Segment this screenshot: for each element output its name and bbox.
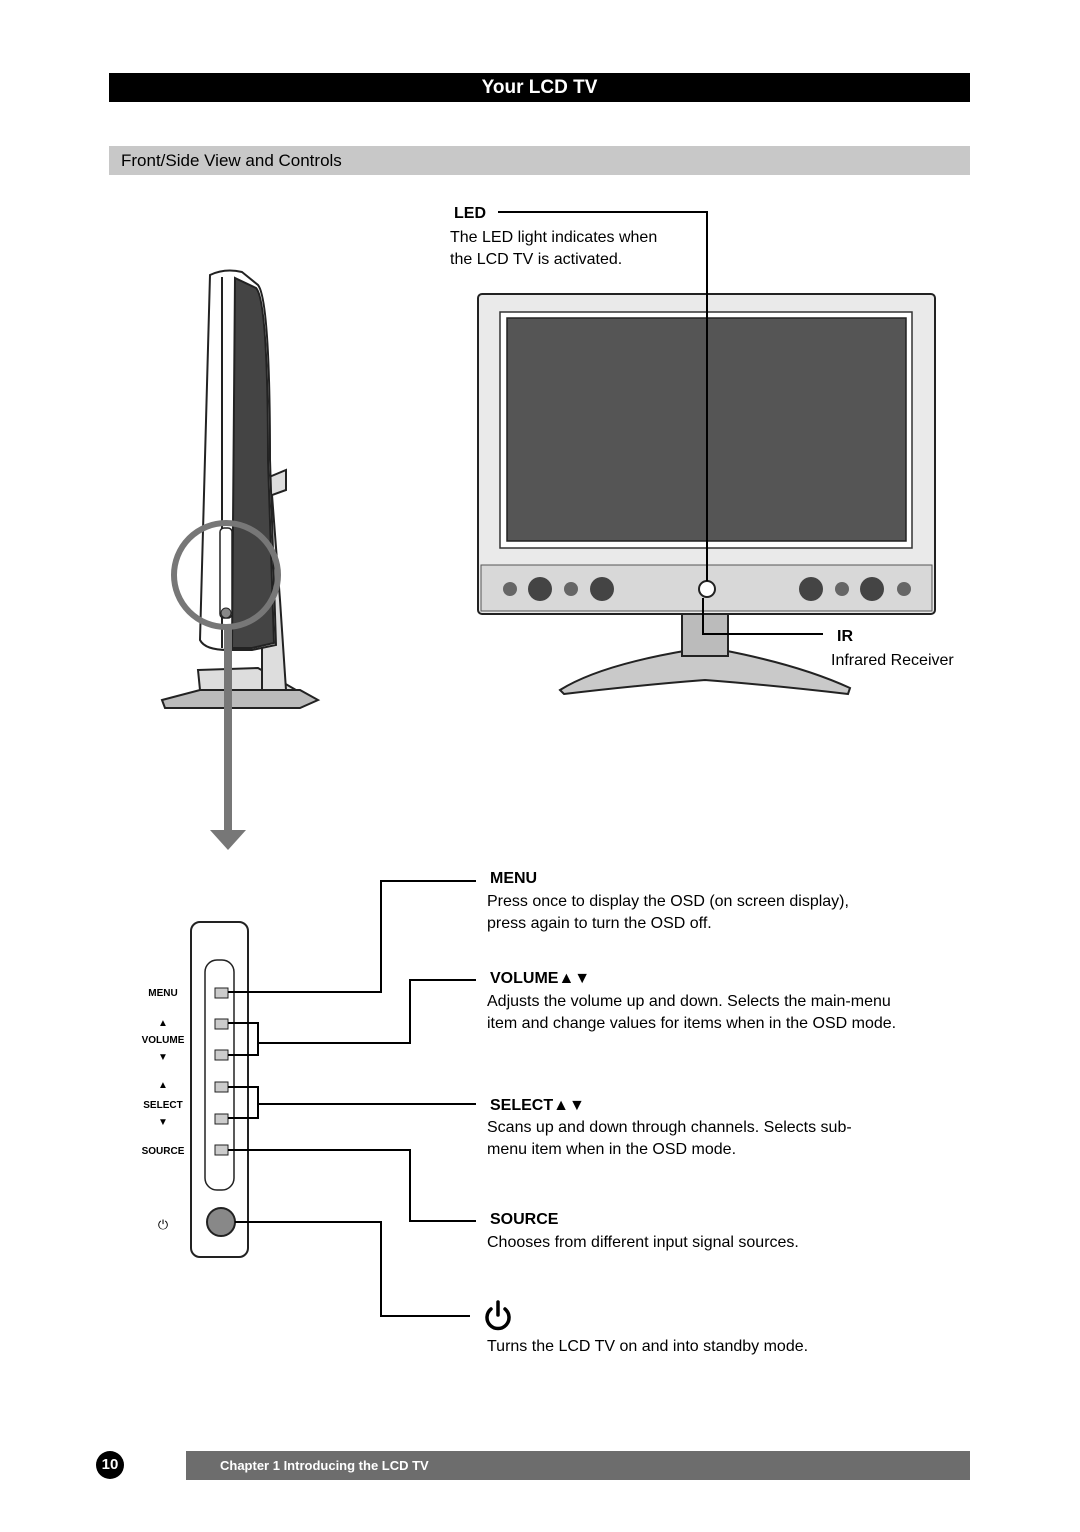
- panel-label-power: ⏻: [157, 1217, 169, 1232]
- section-heading-bar: Front/Side View and Controls: [109, 146, 970, 175]
- panel-label-volume-down: ▼: [158, 1052, 168, 1063]
- power-description: Turns the LCD TV on and into standby mod…: [487, 1338, 809, 1355]
- panel-label-select-up: ▲: [158, 1080, 168, 1091]
- panel-label-source: SOURCE: [141, 1146, 185, 1157]
- select-description-line2: menu item when in the OSD mode.: [487, 1141, 737, 1158]
- power-icon: [485, 1300, 511, 1331]
- panel-label-volume-up: ▲: [158, 1018, 168, 1029]
- source-callout-line: [228, 1149, 476, 1222]
- volume-description-line1: Adjusts the volume up and down. Selects …: [487, 993, 891, 1010]
- page-title: Your LCD TV: [481, 77, 598, 98]
- ir-description: Infrared Receiver: [831, 652, 954, 669]
- source-label: SOURCE: [490, 1211, 559, 1228]
- panel-label-select: SELECT: [143, 1100, 183, 1111]
- section-title: Front/Side View and Controls: [121, 151, 342, 170]
- footer-chapter: Chapter 1 Introducing the LCD TV: [220, 1458, 429, 1473]
- control-panel-drawing: [190, 921, 249, 1258]
- panel-label-select-down: ▼: [158, 1117, 168, 1128]
- panel-label-menu: MENU: [148, 988, 178, 999]
- menu-description-line2: press again to turn the OSD off.: [487, 915, 712, 932]
- menu-description-line1: Press once to display the OSD (on screen…: [487, 893, 849, 910]
- led-label: LED: [454, 205, 486, 222]
- select-description-line1: Scans up and down through channels. Sele…: [487, 1119, 852, 1136]
- menu-label: MENU: [490, 870, 538, 887]
- menu-callout-line: [228, 880, 476, 993]
- power-callout-line: [235, 1221, 470, 1317]
- page-title-bar: Your LCD TV: [109, 73, 970, 102]
- select-label: SELECT▲▼: [490, 1097, 585, 1114]
- volume-bracket: [228, 1022, 259, 1056]
- page-number: 10: [96, 1451, 124, 1479]
- volume-callout-line: [258, 979, 476, 1044]
- volume-label: VOLUME▲▼: [490, 970, 591, 987]
- ir-callout-line: [702, 598, 823, 635]
- footer-bar: Chapter 1 Introducing the LCD TV: [186, 1451, 970, 1480]
- volume-description-line2: item and change values for items when in…: [487, 1015, 897, 1032]
- select-bracket: [228, 1086, 259, 1119]
- led-description-line2: the LCD TV is activated.: [450, 251, 623, 268]
- tv-side-view: [160, 269, 321, 850]
- source-description: Chooses from different input signal sour…: [487, 1234, 799, 1251]
- led-callout-line: [498, 211, 708, 581]
- panel-label-volume: VOLUME: [141, 1035, 185, 1046]
- ir-label: IR: [837, 628, 853, 645]
- led-description-line1: The LED light indicates when: [450, 229, 658, 246]
